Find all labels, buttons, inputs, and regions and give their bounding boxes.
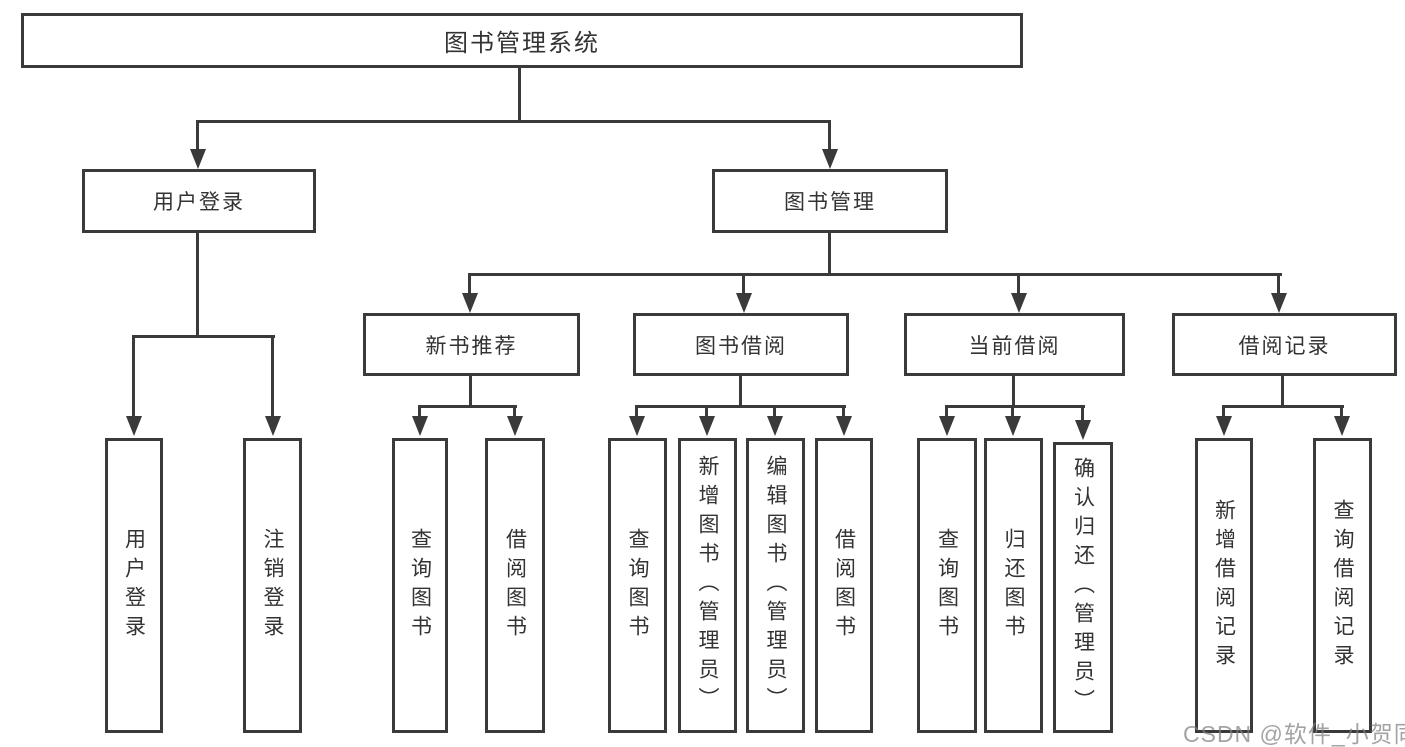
leaf-query-borrow-record: 查询借阅记录 — [1313, 438, 1372, 733]
node-user-login: 用户登录 — [82, 169, 316, 233]
connector-group-stem — [1012, 376, 1015, 408]
watermark: CSDN @软件_小贺同学 — [1183, 721, 1405, 747]
arrowhead-down — [1011, 293, 1027, 313]
connector-drop — [828, 120, 831, 152]
leaf-label: 新增图书（管理员） — [696, 455, 720, 716]
leaf-nb-borrow-books: 借阅图书 — [485, 438, 545, 733]
arrowhead-down — [462, 293, 478, 313]
leaf-logout: 注销登录 — [243, 438, 302, 733]
connector-drop — [742, 273, 745, 296]
connector-root-stem — [518, 66, 521, 122]
arrowhead-down — [822, 149, 838, 169]
arrowhead-down — [699, 416, 715, 436]
connector-drop — [271, 335, 274, 419]
leaf-label: 用户登录 — [122, 527, 146, 644]
leaf-cb-confirm-return-admin: 确认归还（管理员） — [1053, 442, 1113, 733]
leaf-label: 查询图书 — [935, 527, 959, 644]
arrowhead-down — [190, 149, 206, 169]
arrowhead-down — [629, 416, 645, 436]
connector-group-stem — [1281, 376, 1284, 408]
leaf-bb-add-books-admin: 新增图书（管理员） — [678, 438, 737, 733]
node-new-book-recommend: 新书推荐 — [363, 313, 580, 376]
leaf-bb-edit-books-admin: 编辑图书（管理员） — [746, 438, 805, 733]
arrowhead-down — [736, 293, 752, 313]
arrowhead-down — [265, 416, 281, 436]
connector-drop — [1222, 405, 1225, 419]
connector-drop — [468, 273, 471, 296]
arrowhead-down — [507, 416, 523, 436]
connector-drop — [773, 405, 776, 419]
connector-drop — [196, 120, 199, 152]
connector-group — [636, 405, 846, 408]
leaf-label: 借阅图书 — [832, 527, 856, 644]
arrowhead-down — [767, 416, 783, 436]
leaf-label: 查询借阅记录 — [1331, 498, 1355, 673]
leaf-label: 查询图书 — [408, 527, 432, 644]
leaf-user-login: 用户登录 — [105, 438, 163, 733]
leaf-bb-query-books: 查询图书 — [608, 438, 667, 733]
leaf-label: 编辑图书（管理员） — [764, 455, 788, 716]
leaf-label: 确认归还（管理员） — [1071, 457, 1095, 718]
connector-userlogin-stem — [196, 233, 199, 337]
arrowhead-down — [939, 416, 955, 436]
node-current-borrowing: 当前借阅 — [904, 313, 1125, 376]
connector-level2 — [197, 120, 831, 123]
node-borrow-records: 借阅记录 — [1172, 313, 1397, 376]
leaf-cb-return-books: 归还图书 — [984, 438, 1043, 733]
arrowhead-down — [1075, 420, 1091, 440]
connector-group — [419, 405, 517, 408]
connector-drop — [1011, 405, 1014, 419]
leaf-label: 新增借阅记录 — [1212, 498, 1236, 673]
leaf-label: 查询图书 — [626, 527, 650, 644]
arrowhead-down — [1005, 416, 1021, 436]
connector-group-stem — [739, 376, 742, 408]
connector-group-stem — [469, 376, 472, 408]
connector-drop — [1277, 273, 1280, 296]
connector-drop — [1017, 273, 1020, 296]
leaf-cb-query-books: 查询图书 — [917, 438, 977, 733]
connector-drop — [132, 335, 135, 419]
node-book-management-system: 图书管理系统 — [21, 13, 1023, 68]
leaf-label: 注销登录 — [261, 527, 285, 644]
leaf-label: 归还图书 — [1002, 527, 1026, 644]
arrowhead-down — [836, 416, 852, 436]
connector-drop — [1081, 405, 1084, 423]
node-book-management: 图书管理 — [712, 169, 948, 233]
leaf-bb-borrow-books: 借阅图书 — [815, 438, 873, 733]
arrowhead-down — [1216, 416, 1232, 436]
connector-drop — [842, 405, 845, 419]
arrowhead-down — [1334, 416, 1350, 436]
node-book-borrowing: 图书借阅 — [633, 313, 849, 376]
connector-level3 — [469, 273, 1282, 276]
arrowhead-down — [1271, 293, 1287, 313]
leaf-add-borrow-record: 新增借阅记录 — [1195, 438, 1253, 733]
connector-drop — [705, 405, 708, 419]
connector-bookmgmt-stem — [828, 233, 831, 276]
connector-group — [1223, 405, 1344, 408]
connector-group — [946, 405, 1085, 408]
connector-drop — [513, 405, 516, 419]
leaf-label: 借阅图书 — [503, 527, 527, 644]
connector-drop — [418, 405, 421, 419]
leaf-nb-query-books: 查询图书 — [392, 438, 448, 733]
connector-drop — [1340, 405, 1343, 419]
arrowhead-down — [126, 416, 142, 436]
connector-drop — [635, 405, 638, 419]
connector-drop — [945, 405, 948, 419]
connector-userlogin — [133, 335, 275, 338]
arrowhead-down — [412, 416, 428, 436]
